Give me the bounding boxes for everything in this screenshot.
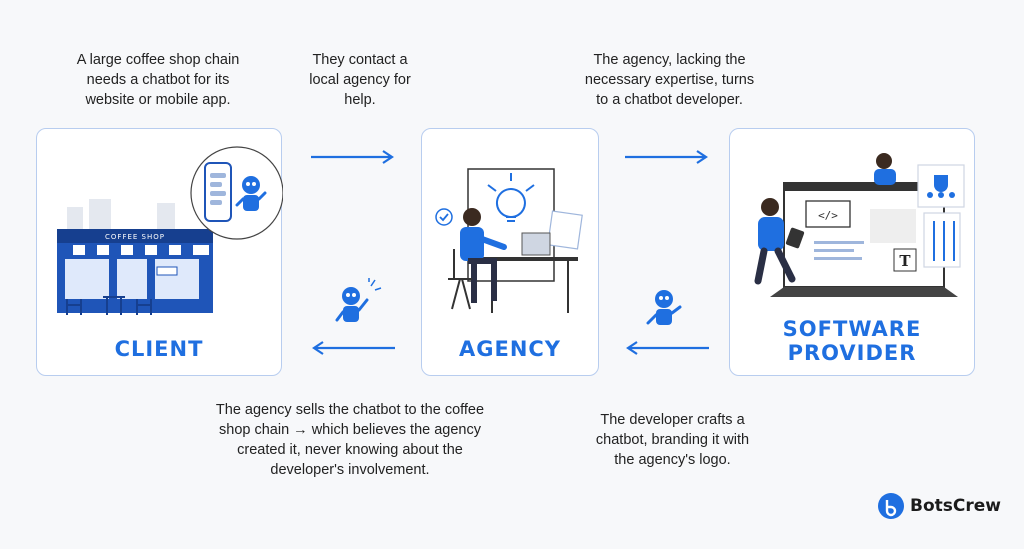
arrow-provider-to-agency [626, 341, 709, 355]
developer-illustration: </> T [754, 153, 965, 297]
robot-icon [646, 290, 682, 325]
botscrew-logo: BotsCrew [878, 493, 1001, 519]
code-glyph: </> [818, 209, 838, 222]
arrow-agency-to-provider [625, 150, 708, 164]
caption-agency-sells: The agency sells the chatbot to the coff… [215, 402, 485, 478]
caption-turn-developer: The agency, lacking the necessary expert… [584, 52, 755, 108]
coffee-shop-illustration: COFFEE SHOP [57, 146, 283, 315]
caption-developer-crafts: The developer crafts a chatbot, branding… [595, 412, 750, 468]
botscrew-logo-text: BotsCrew [910, 496, 1001, 516]
agency-illustration [435, 168, 583, 313]
agency-card: AGENCY [421, 128, 599, 376]
shop-sign-text: COFFEE SHOP [105, 233, 165, 241]
caption-client-need: A large coffee shop chain needs a chatbo… [76, 52, 240, 108]
arrow-agency-to-client [312, 341, 395, 355]
caption-contact-agency: They contact a local agency for help. [309, 52, 411, 108]
software-provider-card: </> T SOFTWARE PROVIDER [729, 128, 975, 376]
agency-label: AGENCY [458, 337, 562, 361]
software-provider-label: SOFTWARE PROVIDER [782, 317, 922, 365]
robot-icon [335, 278, 382, 322]
arrow-client-to-agency [311, 150, 394, 164]
client-card: COFFEE SHOP CLI [36, 128, 283, 376]
client-label: CLIENT [114, 337, 204, 361]
type-glyph: T [899, 252, 911, 270]
botscrew-logo-icon [878, 493, 904, 519]
